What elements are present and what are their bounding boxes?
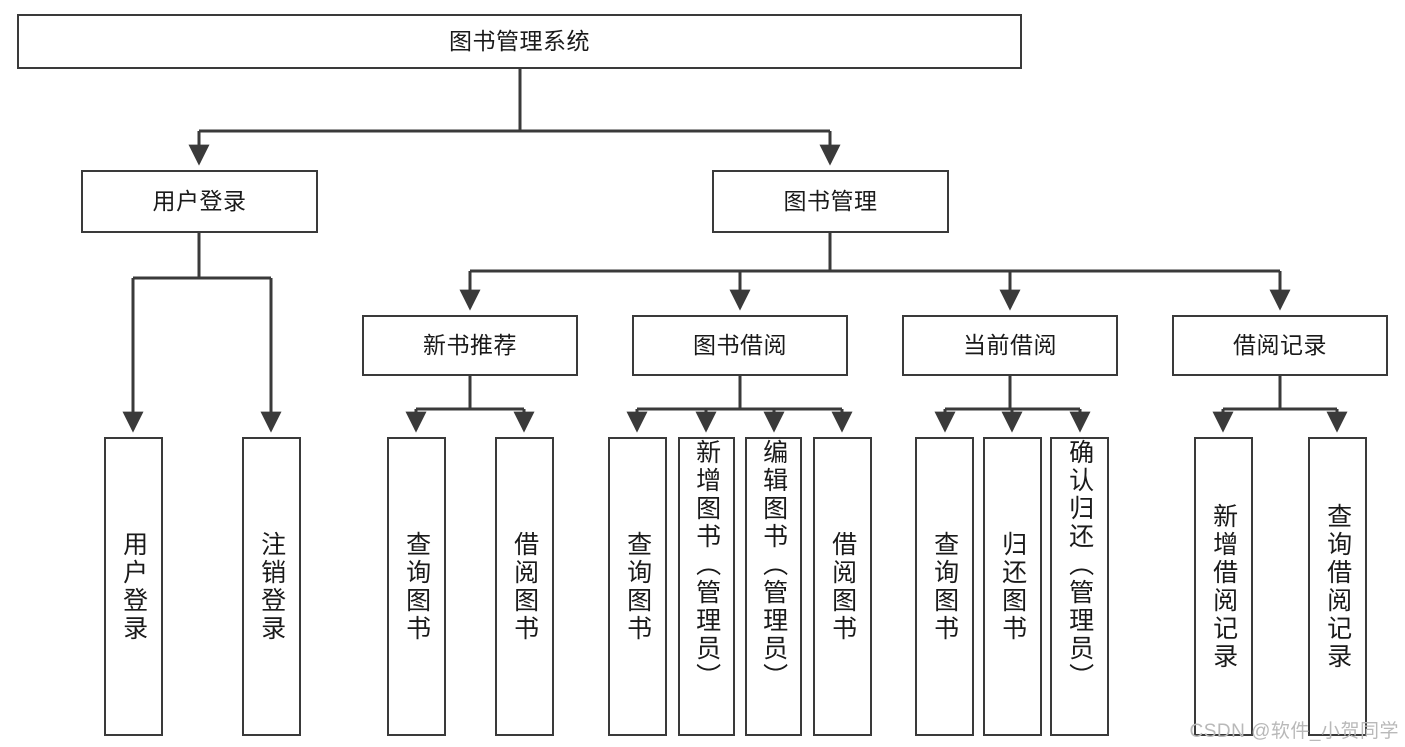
node-leaf-borrow-book-recommend-label: 借阅图书 (510, 530, 539, 643)
node-leaf-edit-book-admin-label: 编辑图书（管理员） (759, 439, 788, 691)
node-leaf-borrow-book-recommend[interactable]: 借阅图书 (495, 437, 554, 736)
node-current-borrow-label: 当前借阅 (963, 331, 1057, 358)
node-root-system-label: 图书管理系统 (449, 27, 590, 54)
node-borrow-record-label: 借阅记录 (1233, 331, 1327, 358)
node-leaf-query-borrow-record-label: 查询借阅记录 (1323, 502, 1352, 671)
node-leaf-add-book-admin[interactable]: 新增图书（管理员） (678, 437, 735, 736)
node-leaf-confirm-return-admin-label: 确认归还（管理员） (1065, 439, 1094, 691)
node-leaf-query-book-current[interactable]: 查询图书 (915, 437, 974, 736)
node-new-book-recommend[interactable]: 新书推荐 (362, 315, 578, 376)
node-user-login-label: 用户登录 (152, 187, 247, 214)
node-root-system[interactable]: 图书管理系统 (17, 14, 1022, 69)
node-book-borrow-label: 图书借阅 (693, 331, 787, 358)
node-leaf-borrow-book-label: 借阅图书 (828, 530, 857, 643)
node-leaf-query-book-borrow-label: 查询图书 (623, 530, 652, 643)
csdn-watermark: CSDN @软件_小贺同学 (1189, 721, 1399, 742)
node-leaf-query-book-borrow[interactable]: 查询图书 (608, 437, 667, 736)
node-leaf-logout[interactable]: 注销登录 (242, 437, 301, 736)
node-leaf-query-book-recommend-label: 查询图书 (402, 530, 431, 643)
node-leaf-query-book-recommend[interactable]: 查询图书 (387, 437, 446, 736)
node-current-borrow[interactable]: 当前借阅 (902, 315, 1118, 376)
node-leaf-add-borrow-record[interactable]: 新增借阅记录 (1194, 437, 1253, 736)
node-leaf-add-borrow-record-label: 新增借阅记录 (1209, 502, 1238, 671)
node-book-borrow[interactable]: 图书借阅 (632, 315, 848, 376)
node-leaf-return-book[interactable]: 归还图书 (983, 437, 1042, 736)
node-leaf-confirm-return-admin[interactable]: 确认归还（管理员） (1050, 437, 1109, 736)
node-leaf-query-borrow-record[interactable]: 查询借阅记录 (1308, 437, 1367, 736)
node-book-manage[interactable]: 图书管理 (712, 170, 949, 233)
node-leaf-logout-label: 注销登录 (257, 530, 286, 643)
node-leaf-edit-book-admin[interactable]: 编辑图书（管理员） (745, 437, 802, 736)
node-leaf-user-login[interactable]: 用户登录 (104, 437, 163, 736)
node-leaf-user-login-label: 用户登录 (119, 530, 148, 643)
node-leaf-add-book-admin-label: 新增图书（管理员） (692, 439, 721, 691)
node-new-book-recommend-label: 新书推荐 (423, 331, 517, 358)
node-book-manage-label: 图书管理 (783, 187, 878, 214)
node-leaf-borrow-book[interactable]: 借阅图书 (813, 437, 872, 736)
node-leaf-query-book-current-label: 查询图书 (930, 530, 959, 643)
node-borrow-record[interactable]: 借阅记录 (1172, 315, 1388, 376)
node-user-login[interactable]: 用户登录 (81, 170, 318, 233)
node-leaf-return-book-label: 归还图书 (998, 530, 1027, 643)
